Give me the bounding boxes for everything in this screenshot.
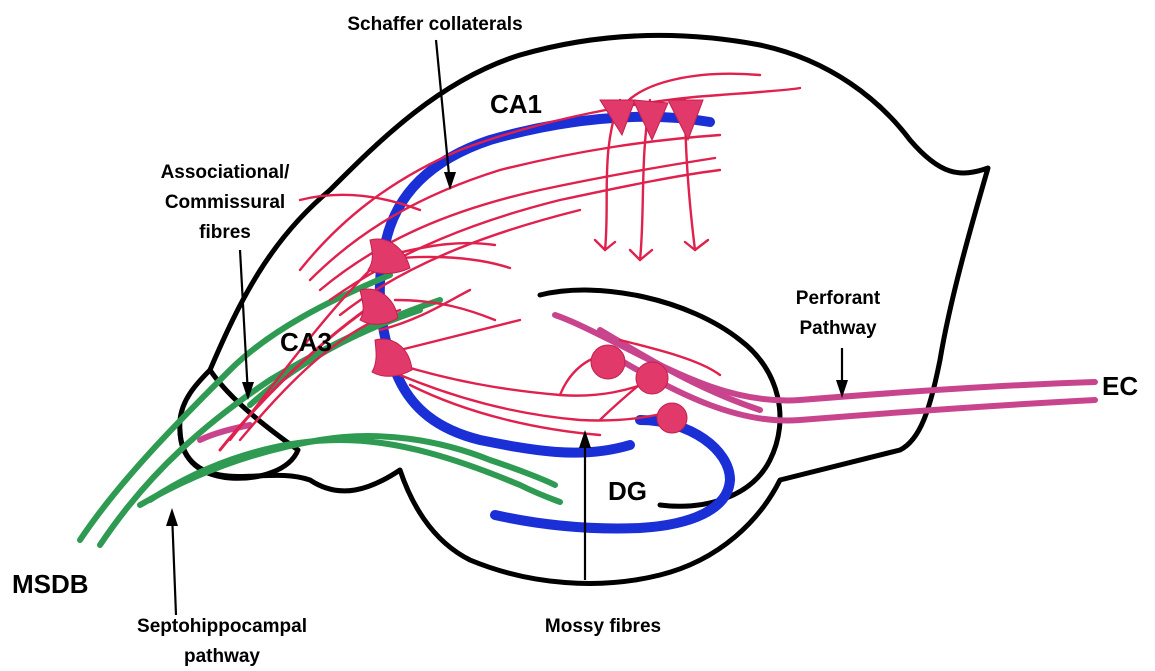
msdb-label: MSDB xyxy=(12,569,89,599)
mossy-fibres-label: Mossy fibres xyxy=(545,616,661,637)
septohippocampal-label-line2: pathway xyxy=(184,646,260,667)
associational-label-line3: fibres xyxy=(199,222,251,243)
perforant-pathway-label-line1: Perforant xyxy=(796,288,881,309)
ca1-pyramidal-somata xyxy=(600,100,703,140)
dg-label: DG xyxy=(608,476,647,506)
ca3-pyramidal-somata xyxy=(360,239,412,376)
perforant-pathway-label-line2: Pathway xyxy=(799,318,877,339)
associational-label-line1: Associational/ xyxy=(161,162,291,183)
ca1-label: CA1 xyxy=(490,89,542,119)
schaffer-collaterals-label: Schaffer collaterals xyxy=(347,14,522,35)
septohippocampal-label-line1: Septohippocampal xyxy=(137,616,307,637)
ec-label: EC xyxy=(1102,371,1138,401)
associational-label-line2: Commissural xyxy=(165,192,285,213)
ca3-label: CA3 xyxy=(280,327,332,357)
septohippocampal-fibres xyxy=(80,275,560,545)
